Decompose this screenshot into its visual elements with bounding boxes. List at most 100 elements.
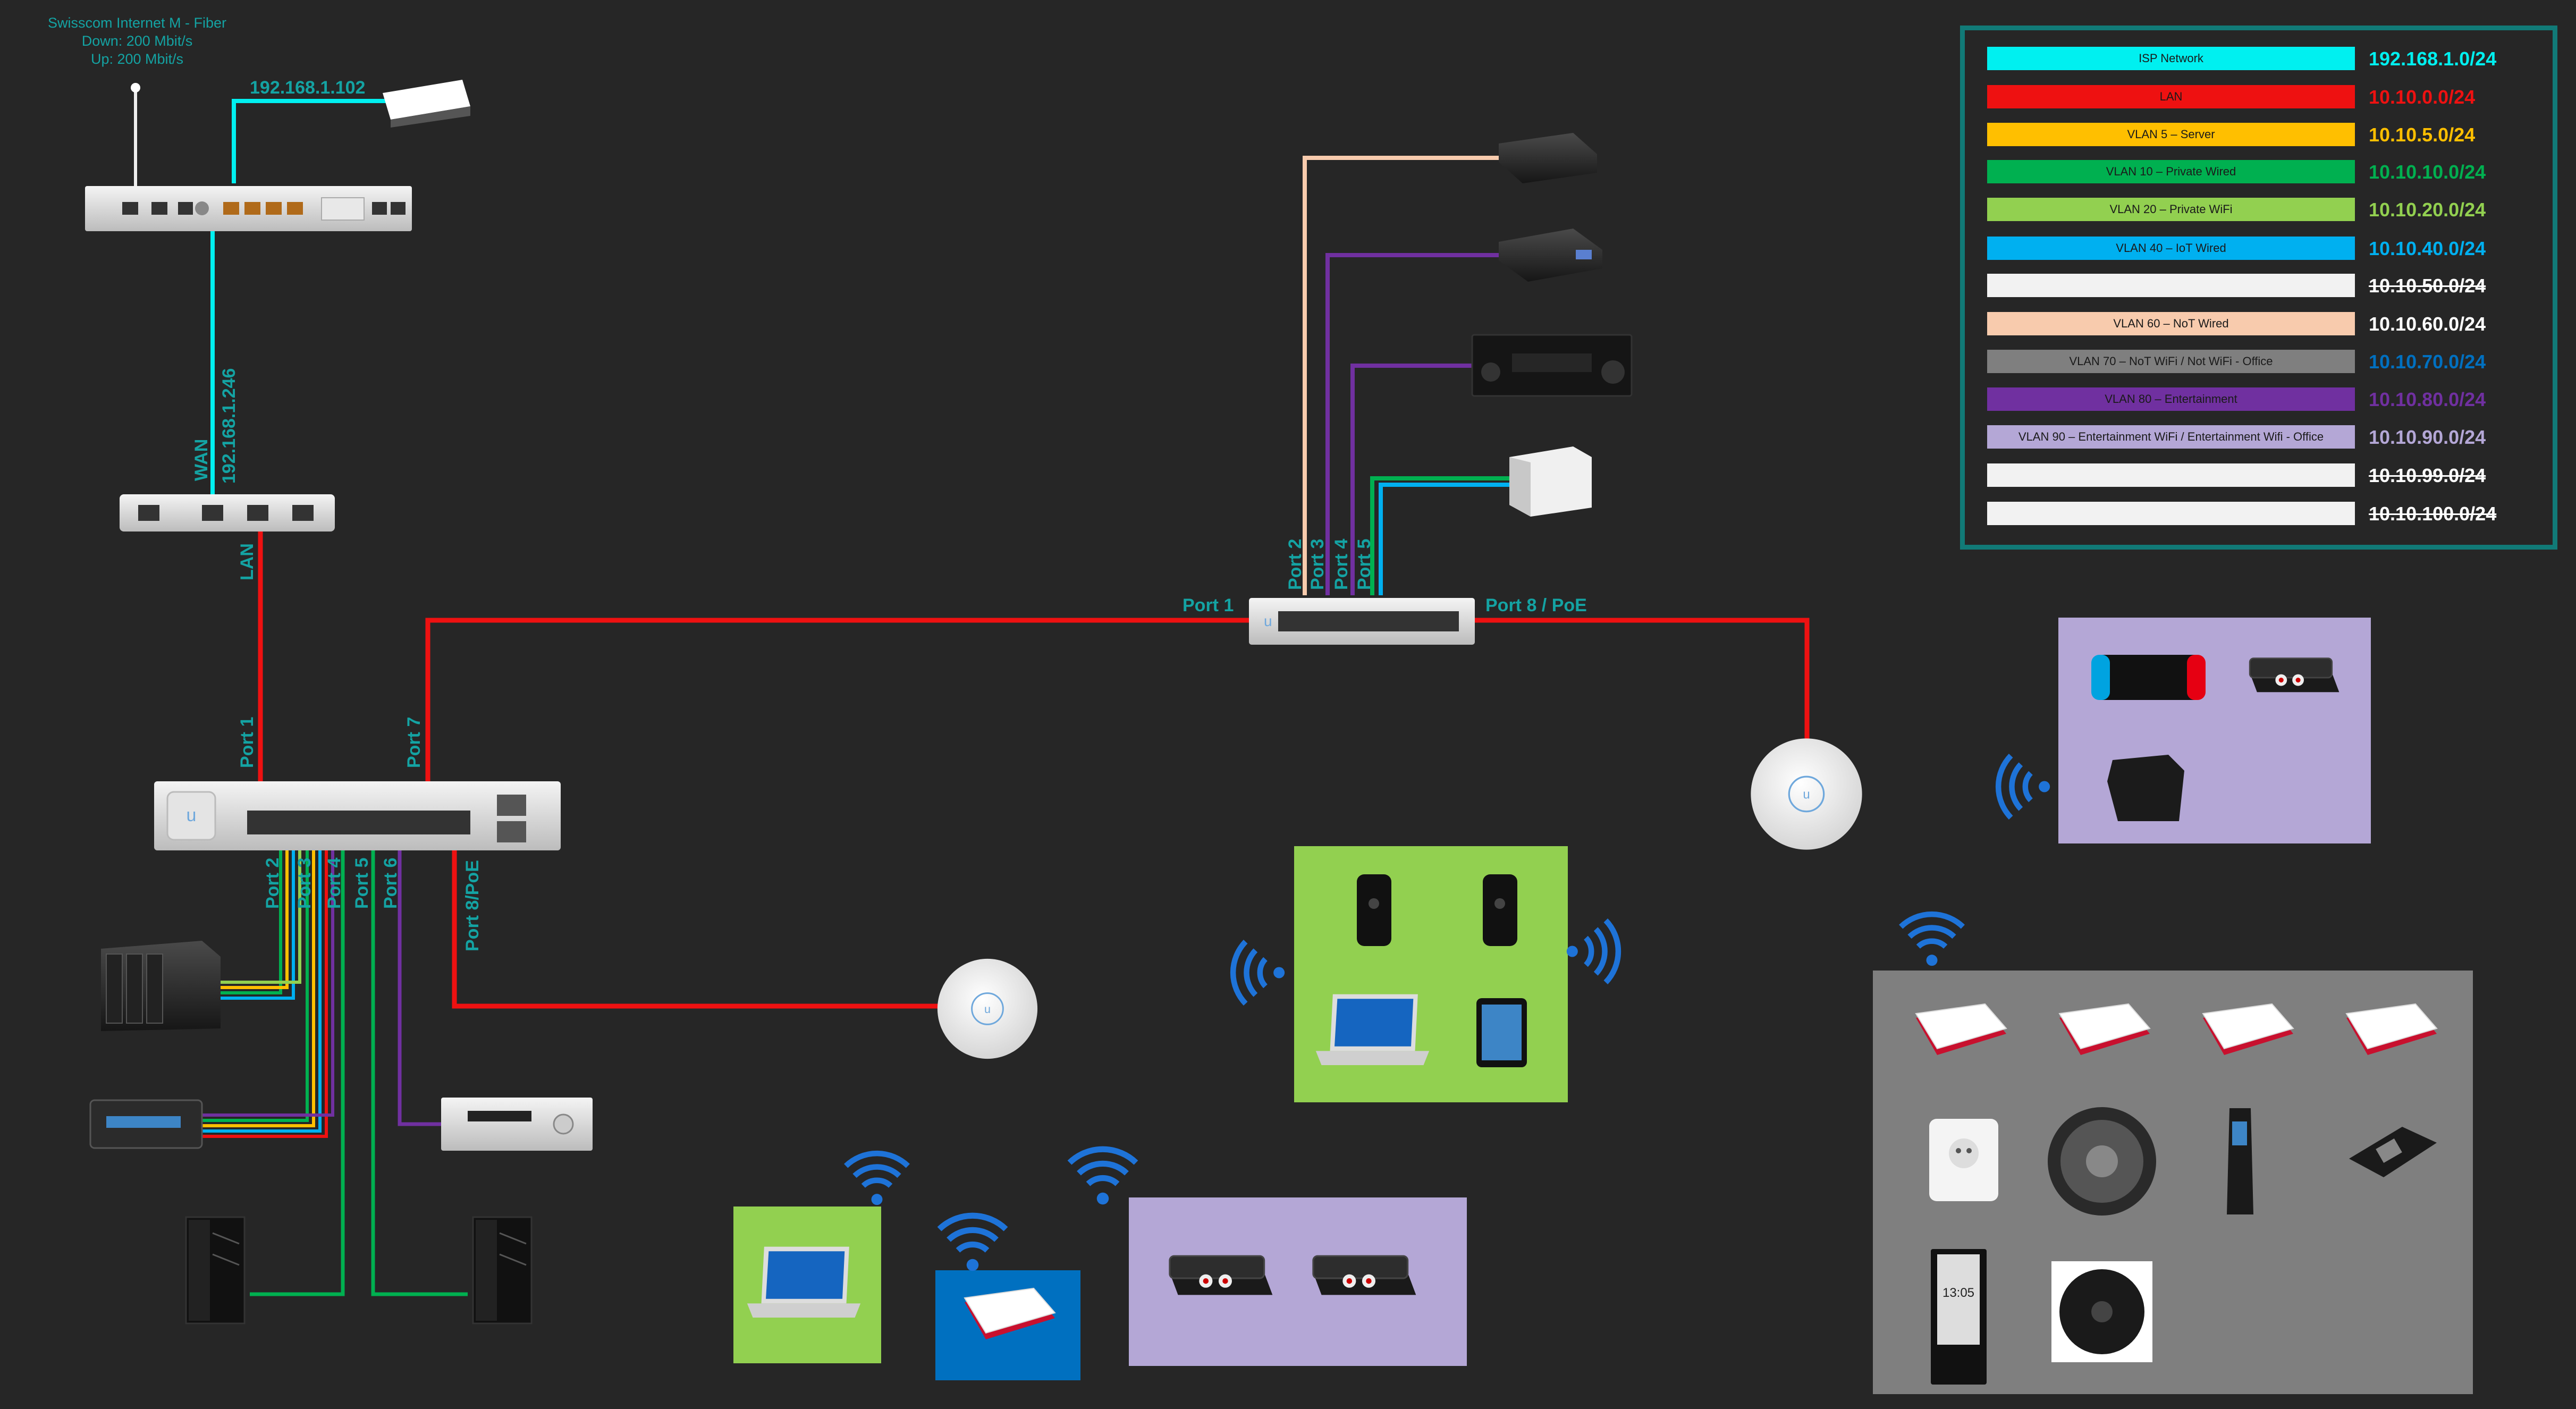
- cable-switch2-ap: [1472, 618, 1810, 741]
- switch1-port5-label: Port 5: [352, 857, 372, 909]
- cables: [197, 99, 1810, 1296]
- router-antenna: [131, 83, 140, 189]
- isp-title: Swisscom Internet M - Fiber: [47, 15, 227, 31]
- access-point-1: [936, 958, 1038, 1060]
- phone-2-device: [1483, 874, 1517, 946]
- svg-text:u: u: [187, 805, 197, 825]
- legend-subnet: 10.10.0.0/24: [2369, 86, 2476, 108]
- legend-color-bar: [1987, 463, 2355, 487]
- wan-label: WAN: [191, 438, 212, 481]
- wifi-icon-sensor: [940, 1216, 1006, 1271]
- cable-isp-tvbox: [232, 99, 388, 183]
- speaker-device: [2107, 755, 2184, 821]
- audio-bridge-3: [1313, 1256, 1416, 1295]
- legend-row: VLAN 70 – NoT WiFi / Not WiFi - Office 10…: [1987, 350, 2550, 373]
- legend-color-bar: VLAN 40 – IoT Wired: [1987, 237, 2355, 260]
- access-point-2: [1750, 737, 1863, 851]
- legend-row: VLAN 20 – Private WiFi 10.10.20.0/24: [1987, 198, 2550, 221]
- tv-box-ip-label: 192.168.1.102: [250, 78, 366, 98]
- legend-row: 10.10.50.0/24: [1987, 274, 2550, 297]
- legend-color-bar: ISP Network: [1987, 47, 2355, 70]
- legend-row: 10.10.99.0/24: [1987, 463, 2550, 487]
- switch2-port5-label: Port 5: [1354, 538, 1374, 590]
- phone-1-device: [1357, 874, 1391, 946]
- nas-small-device: [1509, 446, 1592, 517]
- legend-color-bar: [1987, 502, 2355, 525]
- av-receiver-device: [1471, 334, 1633, 397]
- media-box-1: [1499, 133, 1597, 183]
- legend-color-bar: [1987, 274, 2355, 297]
- remote-device: [2227, 1108, 2253, 1214]
- legend-subnet: 10.10.20.0/24: [2369, 199, 2486, 221]
- isp-down: Down: 200 Mbit/s: [81, 33, 193, 49]
- switch1-port1-label: Port 1: [237, 716, 257, 768]
- switch2-port3-label: Port 3: [1307, 538, 1328, 590]
- audio-bridge-2: [1170, 1256, 1272, 1295]
- isp-router-device: [85, 186, 412, 231]
- isp-info: Swisscom Internet M - Fiber Down: 200 Mb…: [26, 14, 249, 68]
- legend-subnet: 10.10.50.0/24: [2369, 275, 2486, 297]
- switch1-port7-label: Port 7: [404, 716, 424, 768]
- switch2-port1-label: Port 1: [1183, 595, 1234, 615]
- desktop-tower-2: [472, 1216, 533, 1324]
- microcontroller-device: [2349, 1127, 2437, 1177]
- legend-subnet: 10.10.70.0/24: [2369, 351, 2486, 373]
- switch-1-device: u: [154, 781, 561, 850]
- legend-row: 10.10.100.0/24: [1987, 502, 2550, 525]
- laptop-2-device: [747, 1246, 861, 1318]
- switch1-port6-label: Port 6: [381, 857, 401, 909]
- switch1-port4-label: Port 4: [324, 857, 344, 909]
- wifi-icon-private-right: [1567, 921, 1618, 983]
- isp-up: Up: 200 Mbit/s: [90, 51, 184, 67]
- smart-plug-device: [1929, 1119, 1998, 1201]
- lan-label: LAN: [237, 543, 257, 580]
- robot-vacuum-device: [2048, 1107, 2156, 1216]
- legend-row: VLAN 60 – NoT Wired 10.10.60.0/24: [1987, 312, 2550, 335]
- legend-color-bar: VLAN 70 – NoT WiFi / Not WiFi - Office: [1987, 350, 2355, 373]
- legend-subnet: 10.10.40.0/24: [2369, 238, 2486, 259]
- legend-color-bar: VLAN 60 – NoT Wired: [1987, 312, 2355, 335]
- wifi-icon-entertainment: [1998, 756, 2050, 818]
- doorphone-device: 13:05: [1931, 1249, 1987, 1385]
- nuc-device: [89, 1099, 203, 1149]
- legend-color-bar: VLAN 90 – Entertainment WiFi / Entertain…: [1987, 425, 2355, 449]
- game-console-device: [2091, 655, 2206, 700]
- switch2-port8-label: Port 8 / PoE: [1485, 595, 1587, 615]
- cable-port8-ap: [452, 850, 941, 1009]
- legend-subnet: 10.10.10.0/24: [2369, 161, 2486, 183]
- legend-row: ISP Network 192.168.1.0/24: [1987, 47, 2550, 70]
- switch1-port2-label: Port 2: [263, 857, 283, 909]
- security-gateway-device: [120, 494, 335, 531]
- media-box-2: [1499, 229, 1602, 282]
- svg-text:u: u: [1264, 613, 1272, 629]
- switch2-port2-label: Port 2: [1285, 538, 1305, 590]
- legend-subnet: 192.168.1.0/24: [2369, 48, 2497, 70]
- desktop-tower-1: [185, 1216, 246, 1324]
- switch-2-device: u: [1249, 598, 1475, 645]
- switch1-port3-label: Port 3: [294, 857, 315, 909]
- cable-port7-switch2: [425, 618, 1254, 787]
- switch1-port8-label: Port 8/PoE: [462, 860, 483, 951]
- legend-subnet: 10.10.80.0/24: [2369, 389, 2486, 410]
- legend-subnet: 10.10.60.0/24: [2369, 313, 2486, 335]
- wifi-icon-private-left: [1233, 942, 1285, 1004]
- tv-box-device: [383, 80, 470, 128]
- audio-bridge-device: [2250, 659, 2339, 693]
- legend-subnet: 10.10.99.0/24: [2369, 465, 2486, 486]
- wifi-icon-iot: [1901, 914, 1963, 966]
- tablet-device: [1476, 998, 1527, 1067]
- legend-row: VLAN 40 – IoT Wired 10.10.40.0/24: [1987, 237, 2550, 260]
- nas-device: [101, 941, 221, 1031]
- legend-row: VLAN 80 – Entertainment 10.10.80.0/24: [1987, 387, 2550, 411]
- legend-color-bar: VLAN 5 – Server: [1987, 123, 2355, 146]
- panel-entertainment-wifi: [2058, 618, 2371, 843]
- doorphone-clock: 13:05: [1942, 1286, 1974, 1300]
- legend-color-bar: VLAN 20 – Private WiFi: [1987, 198, 2355, 221]
- legend-color-bar: VLAN 80 – Entertainment: [1987, 387, 2355, 411]
- thermostat-device: [2051, 1261, 2152, 1362]
- legend-color-bar: VLAN 10 – Private Wired: [1987, 160, 2355, 183]
